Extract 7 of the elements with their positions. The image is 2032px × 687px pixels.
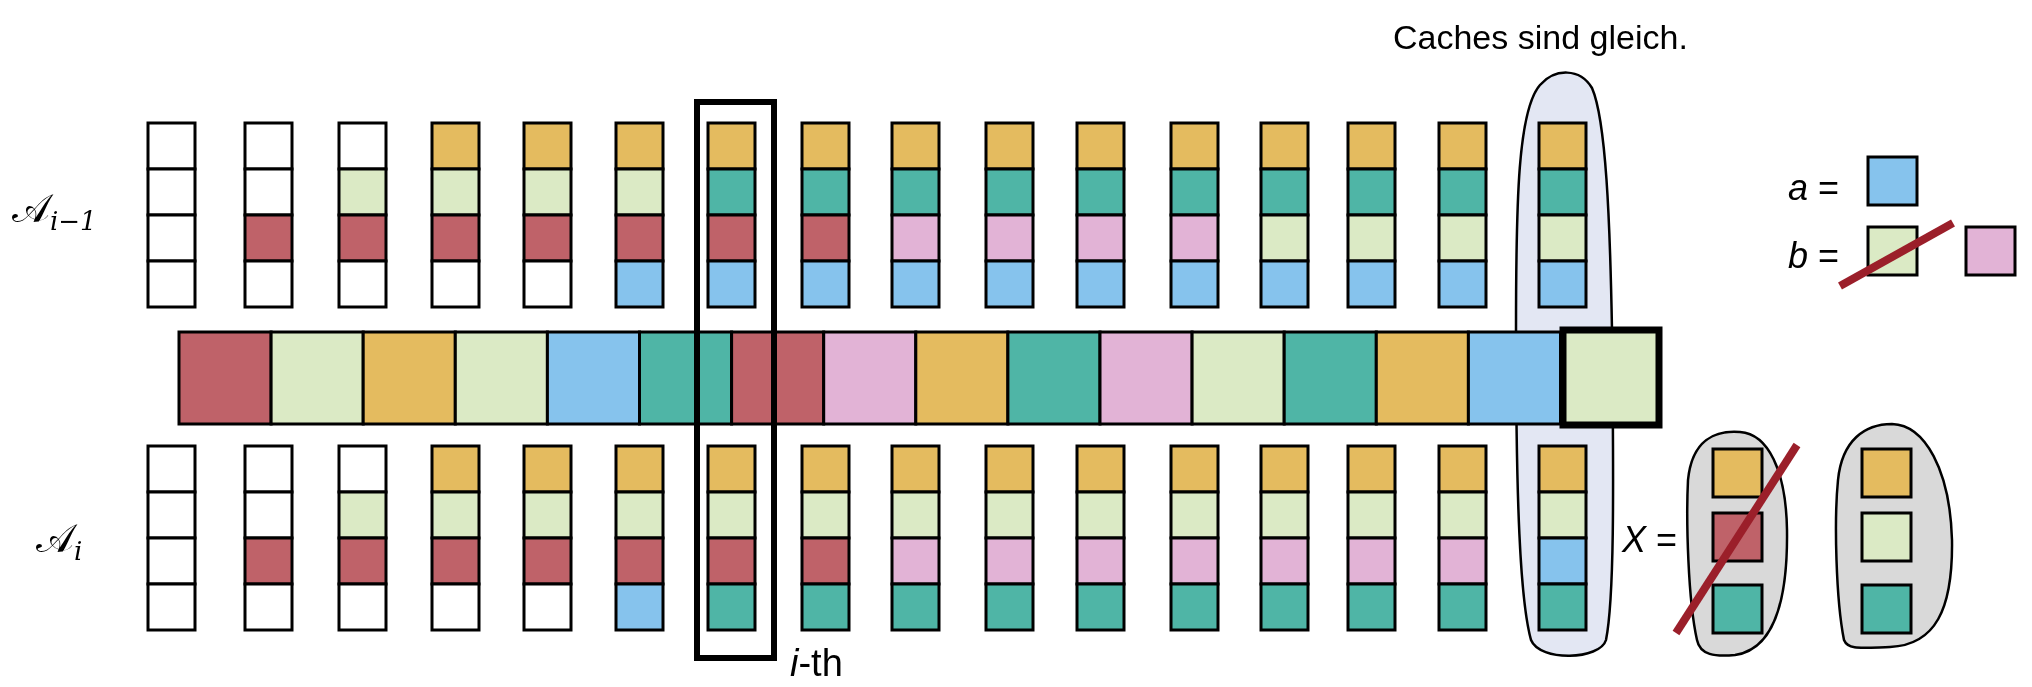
text-label: Caches sind gleich.: [1393, 20, 1688, 54]
text-label: i-th: [790, 644, 843, 682]
math-label: 𝒜$_{i}$: [36, 518, 83, 564]
text-label: a =: [1788, 170, 1840, 206]
math-label: 𝒜$_{i−1}$: [12, 188, 97, 234]
text-label: X =: [1622, 522, 1678, 558]
text-label: b =: [1788, 238, 1840, 274]
